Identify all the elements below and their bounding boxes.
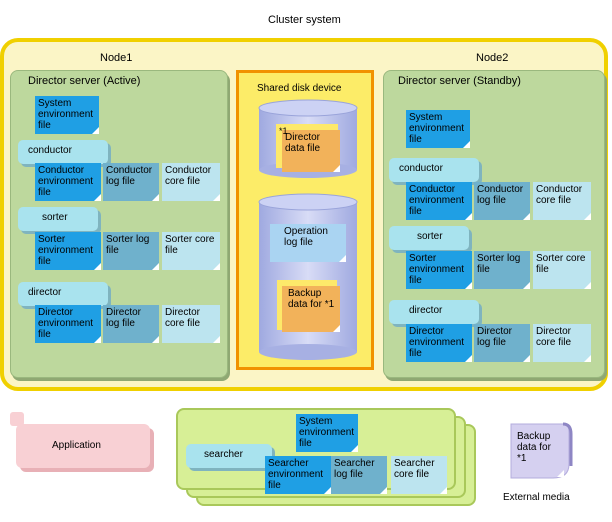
node2-conductor-process: conductor <box>389 158 479 182</box>
node2-title: Node2 <box>476 52 509 64</box>
node1-conductor-process: conductor <box>18 140 108 164</box>
node1-title: Node1 <box>100 52 133 64</box>
node2-sorter-process: sorter <box>389 226 469 250</box>
searcher-core-file: Searcher core file <box>391 456 447 494</box>
node2-system-env-file: System environment file <box>406 110 470 148</box>
node1-sorter-core-file: Sorter core file <box>162 232 220 270</box>
node1-director-env-file: Director environment file <box>35 305 101 343</box>
node1-sorter-log-file: Sorter log file <box>103 232 159 270</box>
node1-director-core-file: Director core file <box>162 305 220 343</box>
node1-director-process: director <box>18 282 108 306</box>
diagram-title: Cluster system <box>268 14 341 26</box>
node2-sorter-log-file: Sorter log file <box>474 251 530 289</box>
node2-director-log-file: Director log file <box>474 324 530 362</box>
external-media-icon <box>510 422 573 479</box>
backup-data-file: Backup data for *1 <box>282 286 340 332</box>
external-media-label: External media <box>503 492 570 503</box>
node2-server-title: Director server (Standby) <box>398 75 521 87</box>
node2-sorter-core-file: Sorter core file <box>533 251 591 289</box>
node2-conductor-core-file: Conductor core file <box>533 182 591 220</box>
node2-conductor-log-file: Conductor log file <box>474 182 530 220</box>
searcher-system-env-file: System environment file <box>296 414 358 452</box>
searcher-env-file: Searcher environment file <box>265 456 331 494</box>
node2-conductor-env-file: Conductor environment file <box>406 182 472 220</box>
node1-director-log-file: Director log file <box>103 305 159 343</box>
external-backup-data: Backup data for *1 <box>514 429 564 477</box>
node1-system-env-file: System environment file <box>35 96 99 134</box>
node1-conductor-core-file: Conductor core file <box>162 163 220 201</box>
disk-cylinder-lower <box>258 193 358 360</box>
node1-conductor-log-file: Conductor log file <box>103 163 159 201</box>
note-mark: *1 <box>279 126 288 136</box>
searcher-log-file: Searcher log file <box>331 456 387 494</box>
node1-sorter-env-file: Sorter environment file <box>35 232 101 270</box>
operation-log-file: Operation log file <box>270 224 346 262</box>
node1-server-title: Director server (Active) <box>28 75 141 87</box>
director-data-file: Director data file <box>282 130 340 172</box>
node2-director-core-file: Director core file <box>533 324 591 362</box>
searcher-process: searcher <box>186 444 272 468</box>
application-label: Application <box>52 440 101 451</box>
shared-disk-title: Shared disk device <box>257 83 342 94</box>
application-stack-back <box>10 412 24 426</box>
node2-sorter-env-file: Sorter environment file <box>406 251 472 289</box>
application-box <box>16 424 150 468</box>
node1-sorter-process: sorter <box>18 207 98 231</box>
node2-director-process: director <box>389 300 479 324</box>
node1-conductor-env-file: Conductor environment file <box>35 163 101 201</box>
node2-director-env-file: Director environment file <box>406 324 472 362</box>
